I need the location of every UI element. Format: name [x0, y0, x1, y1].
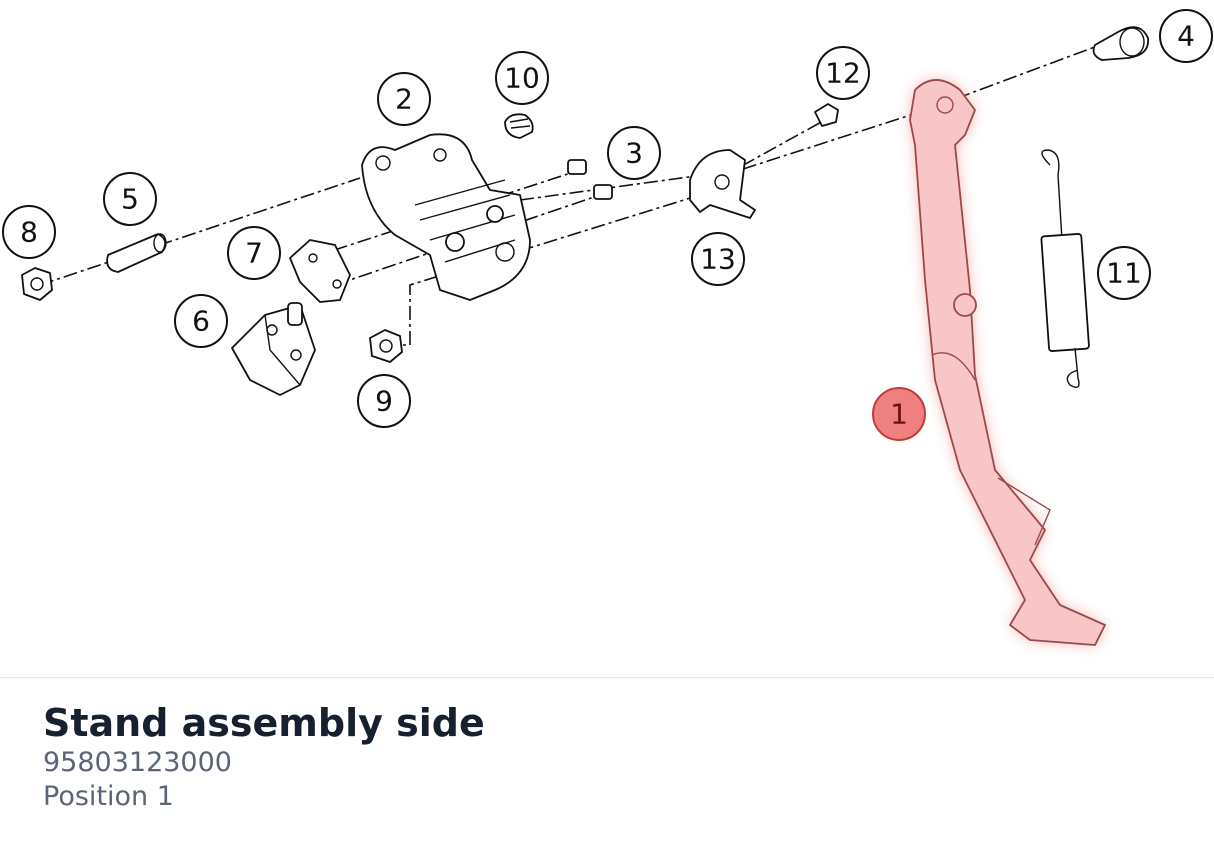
- callout-8[interactable]: 8: [2, 205, 56, 259]
- rubber-buffer-part-10[interactable]: [504, 113, 534, 139]
- callout-1-label: 1: [890, 398, 908, 431]
- callout-9[interactable]: 9: [357, 374, 411, 428]
- callout-4-label: 4: [1177, 20, 1195, 53]
- callout-11[interactable]: 11: [1097, 246, 1151, 300]
- callout-8-label: 8: [20, 216, 38, 249]
- side-stand-leg-part-1[interactable]: [909, 79, 1106, 646]
- callout-13[interactable]: 13: [691, 232, 745, 286]
- callout-6[interactable]: 6: [174, 294, 228, 348]
- screw-part-12[interactable]: [814, 103, 839, 127]
- part-number: 95803123000: [43, 747, 232, 778]
- callout-4[interactable]: 4: [1159, 9, 1213, 63]
- switch-holder-part-7[interactable]: [289, 239, 351, 303]
- callout-9-label: 9: [375, 385, 393, 418]
- callout-7-label: 7: [245, 237, 263, 270]
- callout-3[interactable]: 3: [607, 126, 661, 180]
- pivot-bolt-part-4[interactable]: [1092, 26, 1150, 61]
- part-position: Position 1: [43, 781, 174, 812]
- tension-spring-part-11[interactable]: [1040, 149, 1090, 388]
- mounting-bracket-part-2[interactable]: [361, 133, 531, 301]
- screw-part-3[interactable]: [567, 159, 613, 200]
- callout-5-label: 5: [121, 183, 139, 216]
- callout-11-label: 11: [1106, 257, 1142, 290]
- callout-5[interactable]: 5: [103, 172, 157, 226]
- divider: [0, 677, 1214, 678]
- callout-7[interactable]: 7: [227, 226, 281, 280]
- callout-12[interactable]: 12: [816, 46, 870, 100]
- callout-3-label: 3: [625, 137, 643, 170]
- side-stand-switch-part-6[interactable]: [231, 302, 316, 396]
- part-name: Stand assembly side: [43, 701, 485, 745]
- callout-10[interactable]: 10: [495, 51, 549, 105]
- callout-6-label: 6: [192, 305, 210, 338]
- part-info-panel: Stand assembly side 95803123000 Position…: [43, 700, 1143, 814]
- nut-part-9[interactable]: [369, 329, 403, 363]
- spacer-sleeve-part-5[interactable]: [106, 233, 167, 273]
- callout-12-label: 12: [825, 57, 861, 90]
- callout-2-label: 2: [395, 83, 413, 116]
- diagram-svg: 1 2 3 4 5 6 7: [2, 9, 1213, 646]
- callout-10-label: 10: [504, 62, 540, 95]
- nut-part-8[interactable]: [21, 267, 53, 301]
- callout-1[interactable]: 1: [872, 387, 926, 441]
- exploded-diagram: 1 2 3 4 5 6 7: [2, 9, 1213, 646]
- callout-2[interactable]: 2: [377, 72, 431, 126]
- cam-plate-part-13[interactable]: [689, 149, 756, 219]
- callout-13-label: 13: [700, 243, 736, 276]
